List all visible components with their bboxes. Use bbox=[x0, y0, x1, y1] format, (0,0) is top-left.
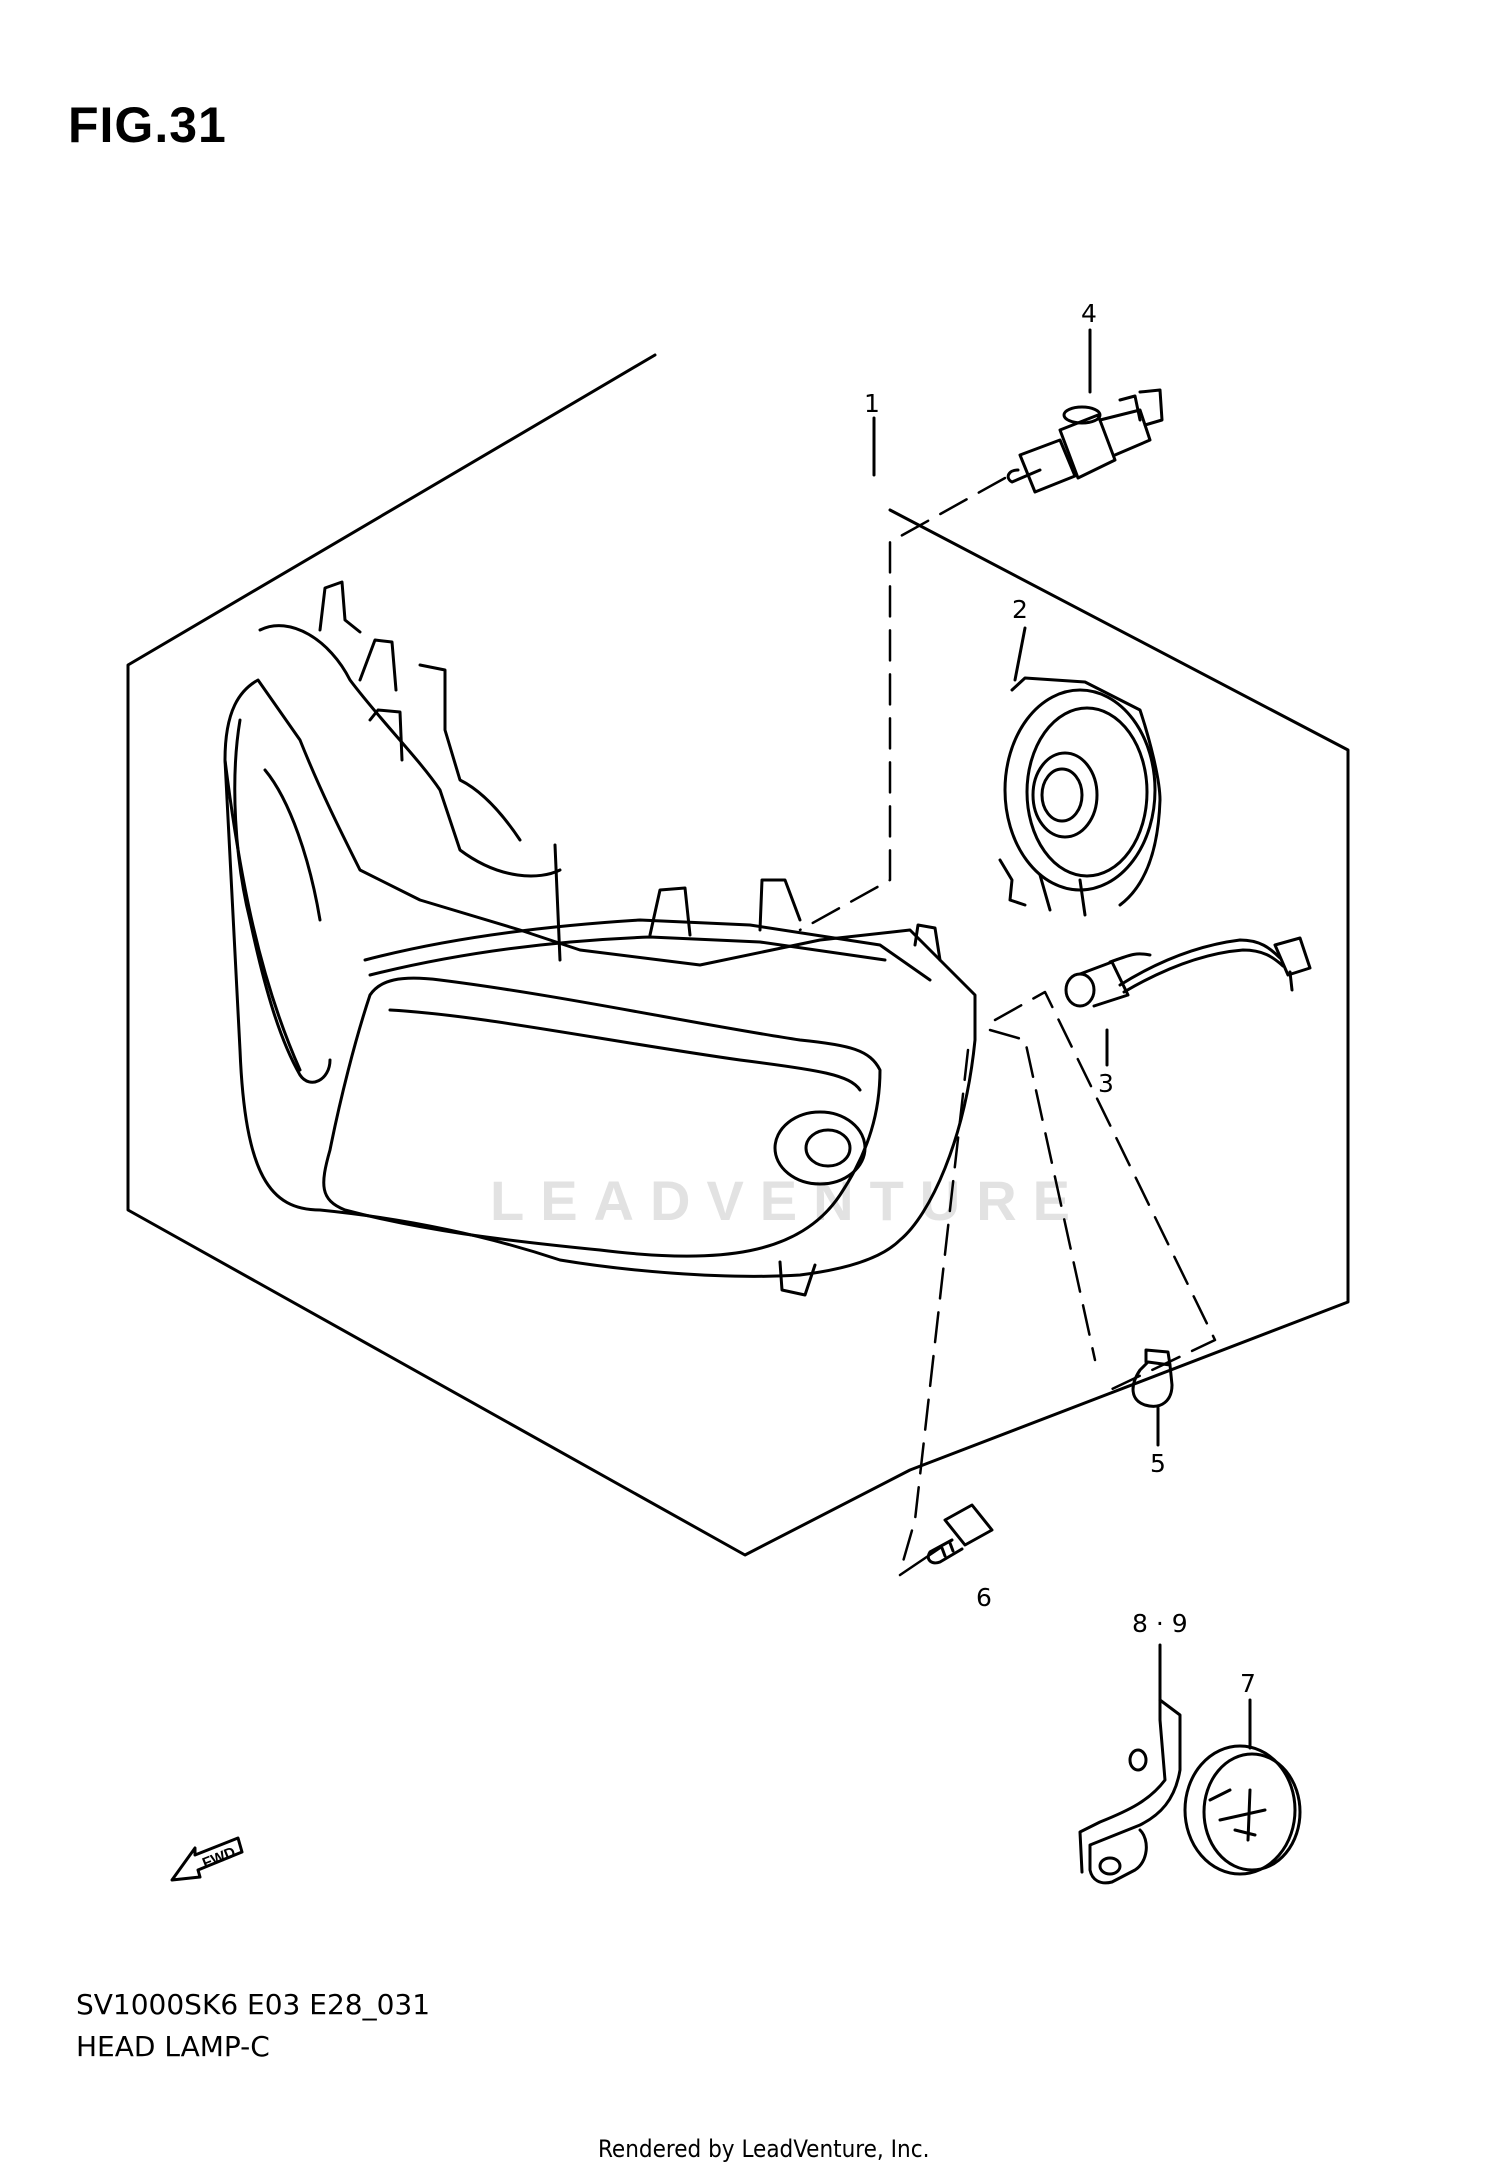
figure-code: SV1000SK6 E03 E28_031 bbox=[76, 1988, 431, 2021]
socket-cover-2-icon bbox=[998, 676, 1162, 917]
figure-title: FIG.31 bbox=[68, 97, 227, 153]
callout-leader-2 bbox=[1013, 626, 1027, 682]
headlamp-assembly-icon bbox=[223, 580, 977, 1297]
small-bulb-5-icon bbox=[1131, 1348, 1174, 1408]
assembly-frame bbox=[126, 353, 1350, 1557]
fwd-label: FWD bbox=[200, 1844, 238, 1873]
callout-6: 6 bbox=[976, 1583, 992, 1612]
leader-line-6 bbox=[898, 1048, 970, 1574]
leader-line-5 bbox=[988, 1028, 1097, 1362]
leader-line-4 bbox=[798, 476, 1007, 932]
bulb-4-icon bbox=[1006, 388, 1164, 494]
leader-line-6b bbox=[898, 1546, 942, 1577]
figure-name: HEAD LAMP-C bbox=[76, 2030, 270, 2063]
bolt-6-icon bbox=[926, 1503, 994, 1565]
fwd-arrow-icon bbox=[170, 1836, 244, 1882]
footer-credit: Rendered by LeadVenture, Inc. bbox=[598, 2135, 930, 2163]
callout-3: 3 bbox=[1098, 1069, 1114, 1098]
callout-7: 7 bbox=[1240, 1669, 1256, 1698]
callout-1: 1 bbox=[864, 389, 880, 418]
callout-8-9: 8 · 9 bbox=[1132, 1609, 1188, 1638]
cap-7-icon bbox=[1183, 1744, 1302, 1876]
callout-5: 5 bbox=[1150, 1449, 1166, 1478]
bracket-8-9-icon bbox=[1078, 1698, 1182, 1885]
socket-wire-3-icon bbox=[1064, 936, 1312, 1008]
callout-2: 2 bbox=[1012, 595, 1028, 624]
callout-4: 4 bbox=[1081, 299, 1097, 328]
watermark: LEADVENTURE bbox=[490, 1169, 1087, 1232]
